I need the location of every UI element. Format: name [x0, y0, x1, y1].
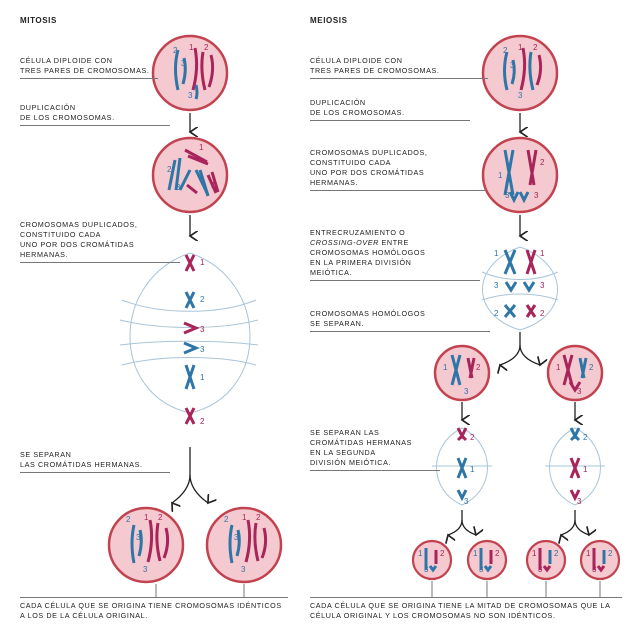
gamete-4: 1 2 3 — [579, 539, 621, 581]
svg-text:1: 1 — [211, 181, 216, 190]
svg-text:3: 3 — [424, 565, 429, 574]
meiosis-cell-2: 1 2 3 3 — [481, 136, 559, 214]
svg-text:3: 3 — [510, 61, 515, 70]
svg-text:2: 2 — [204, 43, 209, 52]
svg-text:1: 1 — [532, 549, 537, 558]
svg-text:2: 2 — [540, 309, 545, 318]
svg-text:2: 2 — [476, 363, 481, 372]
svg-text:1: 1 — [583, 465, 588, 474]
meiosis-i-cell-2: 1 2 3 — [546, 344, 604, 402]
mitosis-cell-2: 1 2 3 1 — [151, 136, 229, 214]
svg-text:3: 3 — [200, 345, 205, 354]
mitosis-daughter-cell-1: 2 1 2 3 3 — [107, 506, 185, 584]
svg-text:1: 1 — [200, 258, 205, 267]
svg-text:3: 3 — [200, 325, 205, 334]
svg-text:2: 2 — [224, 515, 229, 524]
meiosis-i-cell-1: 1 2 3 — [433, 344, 491, 402]
svg-text:2: 2 — [167, 165, 172, 174]
svg-text:1: 1 — [540, 249, 545, 258]
svg-text:2: 2 — [608, 549, 613, 558]
svg-text:3: 3 — [464, 497, 469, 506]
svg-text:2: 2 — [583, 433, 588, 442]
svg-text:3: 3 — [241, 565, 246, 574]
svg-text:2: 2 — [440, 549, 445, 558]
meiosis-crossing-over: 1 1 3 3 2 2 — [481, 246, 559, 331]
svg-text:1: 1 — [494, 249, 499, 258]
svg-text:2: 2 — [173, 46, 178, 55]
meiosis-footer: CADA CÉLULA QUE SE ORIGINA TIENE LA MITA… — [310, 601, 611, 620]
svg-text:2: 2 — [494, 309, 499, 318]
svg-text:3: 3 — [176, 183, 181, 192]
svg-text:2: 2 — [554, 549, 559, 558]
gamete-2: 1 2 3 — [466, 539, 508, 581]
mitosis-spindle: 1 2 3 3 1 2 — [119, 252, 259, 426]
svg-text:2: 2 — [200, 417, 205, 426]
svg-text:2: 2 — [126, 515, 131, 524]
svg-text:3: 3 — [505, 191, 510, 200]
svg-text:1: 1 — [518, 43, 523, 52]
svg-text:1: 1 — [556, 363, 561, 372]
svg-text:3: 3 — [540, 281, 545, 290]
svg-text:3: 3 — [518, 91, 523, 100]
svg-text:1: 1 — [242, 513, 247, 522]
svg-text:1: 1 — [470, 465, 475, 474]
svg-text:1: 1 — [144, 513, 149, 522]
mitosis-title: MITOSIS — [20, 16, 57, 25]
svg-text:2: 2 — [589, 363, 594, 372]
svg-text:1: 1 — [418, 549, 423, 558]
svg-text:3: 3 — [188, 91, 193, 100]
svg-text:3: 3 — [143, 565, 148, 574]
svg-text:3: 3 — [234, 533, 239, 542]
gamete-1: 1 2 3 — [411, 539, 453, 581]
svg-text:3: 3 — [494, 281, 499, 290]
meiosis-ii-spindle-1: 2 1 3 — [432, 427, 492, 506]
svg-text:2: 2 — [495, 549, 500, 558]
svg-text:1: 1 — [586, 549, 591, 558]
meiosis-title: MEIOSIS — [310, 16, 348, 25]
svg-text:2: 2 — [503, 46, 508, 55]
svg-text:3: 3 — [577, 497, 582, 506]
svg-text:1: 1 — [443, 363, 448, 372]
mitosis-daughter-cell-2: 2 1 2 3 3 — [205, 506, 283, 584]
svg-text:2: 2 — [470, 433, 475, 442]
meiosis-label-crossing-over: ENTRECRUZAMIENTO O CROSSING-OVER ENTRE C… — [310, 228, 426, 277]
svg-text:2: 2 — [533, 43, 538, 52]
svg-text:3: 3 — [464, 387, 469, 396]
meiosis-cell-1: 2 1 2 3 3 — [481, 34, 559, 112]
svg-text:3: 3 — [479, 565, 484, 574]
svg-text:1: 1 — [199, 143, 204, 152]
mitosis-footer: CADA CÉLULA QUE SE ORIGINA TIENE CROMOSO… — [20, 601, 282, 620]
svg-text:1: 1 — [200, 373, 205, 382]
mitosis-cell-1: 2 1 2 3 3 — [151, 34, 229, 112]
svg-text:1: 1 — [189, 43, 194, 52]
svg-text:3: 3 — [577, 387, 582, 396]
svg-text:2: 2 — [540, 158, 545, 167]
svg-text:2: 2 — [200, 295, 205, 304]
svg-text:3: 3 — [136, 533, 141, 542]
gamete-3: 1 2 3 — [525, 539, 567, 581]
svg-text:2: 2 — [256, 513, 261, 522]
svg-text:1: 1 — [473, 549, 478, 558]
svg-text:3: 3 — [538, 565, 543, 574]
svg-text:1: 1 — [498, 171, 503, 180]
svg-text:3: 3 — [534, 191, 539, 200]
svg-text:2: 2 — [158, 513, 163, 522]
meiosis-ii-spindle-2: 2 1 3 — [545, 427, 605, 506]
svg-text:3: 3 — [592, 565, 597, 574]
svg-text:3: 3 — [181, 59, 186, 68]
